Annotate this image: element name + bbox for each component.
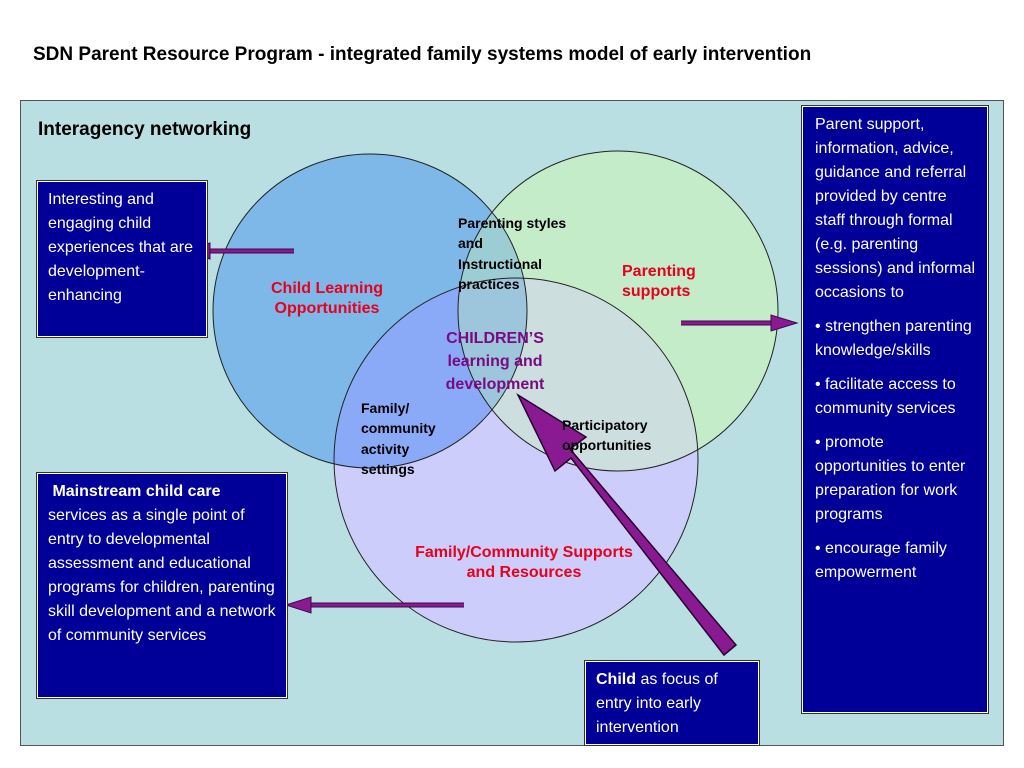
child-bold-text: Child (596, 671, 636, 688)
parent-support-bullet: • promote opportunities to enter prepara… (815, 434, 966, 523)
networking-label: Interagency networking (38, 119, 252, 140)
arrow-to-mainstream (284, 596, 464, 614)
community-supports-label: Family/Community Supports and Resources (415, 544, 633, 581)
child-focus-text: as focus of entry into early interventio… (596, 671, 718, 736)
overlap-left-label: Family/ community activity settings (361, 400, 436, 477)
page-title: SDN Parent Resource Program - integrated… (33, 44, 812, 65)
parent-support-bullet: • strengthen parenting knowledge/skills (815, 318, 972, 359)
parent-support-bullet: • facilitate access to community service… (815, 376, 956, 417)
experiences-text: Interesting and engaging child experienc… (48, 191, 193, 304)
experiences-box: Interesting and engaging child experienc… (36, 180, 208, 338)
child-focus-box: Child as focus of entry into early inter… (584, 660, 760, 746)
arrow-to-parent-support (681, 314, 799, 332)
mainstream-bold-text: Mainstream child care (52, 483, 221, 500)
mainstream-box: Mainstream child care services as a sing… (36, 472, 288, 699)
mainstream-text: services as a single point of entry to d… (48, 507, 276, 644)
overlap-top-label: Parenting styles and Instructional pract… (458, 215, 567, 292)
parenting-supports-label: Parenting supports (622, 263, 696, 300)
parent-support-bullet: • encourage family empowerment (815, 540, 947, 581)
parent-support-intro: Parent support, information, advice, gui… (815, 116, 976, 301)
arrow-child-to-center (516, 393, 738, 657)
overlap-right-label: Participatory opportunities (562, 417, 652, 454)
child-learning-label: Child Learning Opportunities (271, 280, 383, 317)
center-label: CHILDREN’S learning and development (445, 330, 545, 394)
parent-support-box: Parent support, information, advice, gui… (801, 105, 989, 714)
